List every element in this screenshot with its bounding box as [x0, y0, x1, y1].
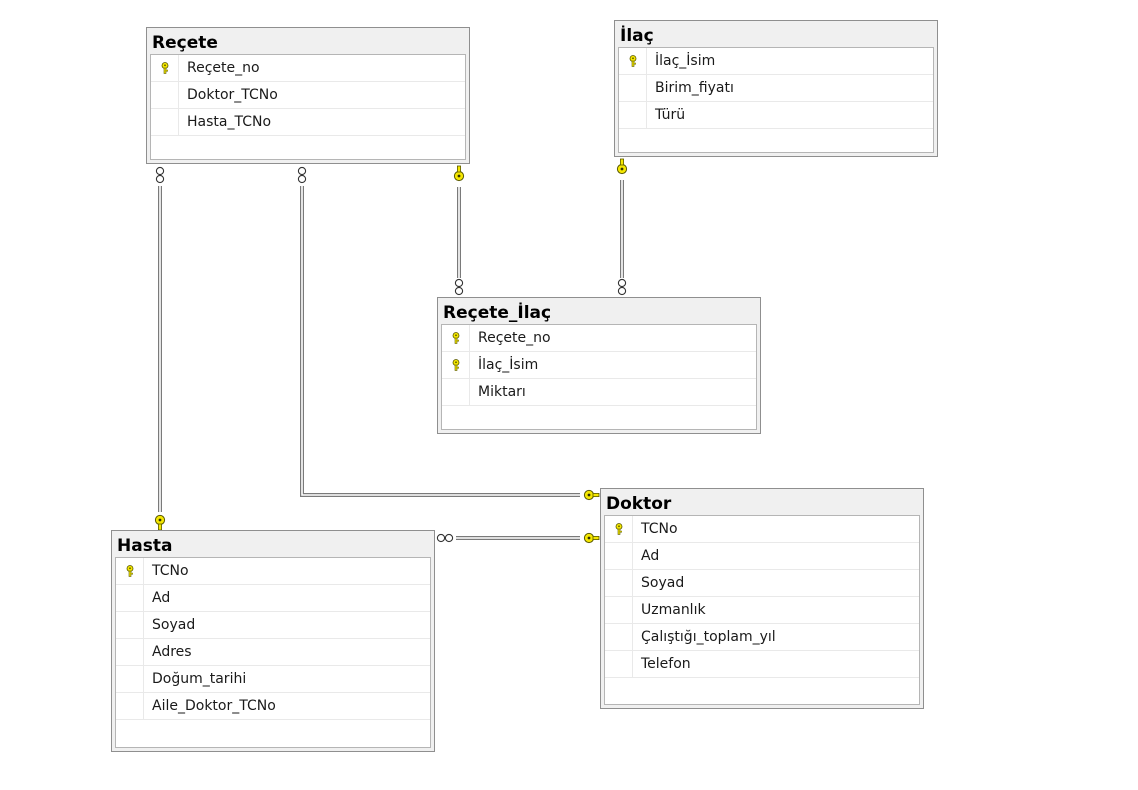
table-title: Hasta — [117, 536, 173, 556]
row-selector — [442, 379, 470, 405]
column-row[interactable]: TCNo — [116, 558, 430, 585]
column-row[interactable]: TCNo — [605, 516, 919, 543]
row-selector — [116, 666, 144, 692]
column-name: Adres — [152, 644, 192, 660]
primary-key-icon — [161, 62, 168, 74]
column-name: Ad — [641, 548, 660, 564]
column-row[interactable]: Aile_Doktor_TCNo — [116, 693, 430, 720]
column-name: Aile_Doktor_TCNo — [152, 698, 276, 714]
column-row[interactable]: Doğum_tarihi — [116, 666, 430, 693]
column-row[interactable]: Telefon — [605, 651, 919, 678]
primary-key-icon — [126, 565, 133, 577]
primary-key-icon — [452, 332, 459, 344]
column-name: Türü — [655, 107, 686, 123]
one-end-key-icon — [583, 532, 600, 544]
row-selector — [116, 558, 144, 584]
column-row[interactable]: Miktarı — [442, 379, 756, 406]
column-row[interactable]: Ad — [116, 585, 430, 612]
row-selector — [151, 82, 179, 108]
table-title: Reçete_İlaç — [443, 303, 552, 323]
column-row[interactable]: Doktor_TCNo — [151, 82, 465, 109]
many-end-icon — [297, 166, 307, 184]
column-name: TCNo — [152, 563, 189, 579]
row-selector — [116, 693, 144, 719]
column-row[interactable]: Soyad — [116, 612, 430, 639]
column-row[interactable]: Hasta_TCNo — [151, 109, 465, 136]
many-end-icon — [454, 278, 464, 296]
row-selector — [442, 325, 470, 351]
many-end-icon — [436, 533, 454, 543]
column-name: İlaç_İsim — [655, 53, 716, 69]
column-row[interactable]: Türü — [619, 102, 933, 129]
row-selector — [605, 516, 633, 542]
column-row[interactable]: Çalıştığı_toplam_yıl — [605, 624, 919, 651]
row-selector — [605, 597, 633, 623]
row-selector — [151, 55, 179, 81]
column-name: Doktor_TCNo — [187, 87, 278, 103]
column-name: İlaç_İsim — [478, 357, 539, 373]
column-row[interactable]: İlaç_İsim — [442, 352, 756, 379]
row-selector — [605, 624, 633, 650]
table-title: Reçete — [152, 33, 218, 53]
column-name: Soyad — [152, 617, 196, 633]
table-title: Doktor — [606, 494, 672, 514]
many-end-icon — [617, 278, 627, 296]
column-name: Soyad — [641, 575, 685, 591]
row-selector — [116, 612, 144, 638]
relationship-line-recete-doktor[interactable] — [300, 186, 580, 497]
column-name: Telefon — [641, 656, 691, 672]
one-end-key-icon — [616, 158, 628, 175]
column-row[interactable]: Ad — [605, 543, 919, 570]
row-selector — [605, 543, 633, 569]
primary-key-icon — [615, 523, 622, 535]
column-name: Hasta_TCNo — [187, 114, 272, 130]
row-selector — [151, 109, 179, 135]
primary-key-icon — [629, 55, 636, 67]
column-row[interactable]: Reçete_no — [151, 55, 465, 82]
row-selector — [605, 570, 633, 596]
column-name: Miktarı — [478, 384, 526, 400]
primary-key-icon — [452, 359, 459, 371]
column-row[interactable]: Soyad — [605, 570, 919, 597]
table-title: İlaç — [620, 26, 654, 46]
row-selector — [116, 585, 144, 611]
column-row[interactable]: İlaç_İsim — [619, 48, 933, 75]
column-row[interactable]: Birim_fiyatı — [619, 75, 933, 102]
column-name: TCNo — [641, 521, 678, 537]
row-selector — [619, 48, 647, 74]
column-row[interactable]: Reçete_no — [442, 325, 756, 352]
row-selector — [116, 639, 144, 665]
row-selector — [442, 352, 470, 378]
column-name: Doğum_tarihi — [152, 671, 247, 687]
row-selector — [619, 75, 647, 101]
column-name: Reçete_no — [478, 330, 551, 346]
column-name: Birim_fiyatı — [655, 80, 734, 96]
one-end-key-icon — [583, 489, 600, 501]
column-name: Çalıştığı_toplam_yıl — [641, 629, 776, 645]
row-selector — [605, 651, 633, 677]
column-name: Ad — [152, 590, 171, 606]
column-row[interactable]: Adres — [116, 639, 430, 666]
one-end-key-icon — [154, 514, 166, 531]
one-end-key-icon — [453, 165, 465, 182]
row-selector — [619, 102, 647, 128]
column-row[interactable]: Uzmanlık — [605, 597, 919, 624]
many-end-icon — [155, 166, 165, 184]
column-name: Uzmanlık — [641, 602, 706, 618]
column-name: Reçete_no — [187, 60, 260, 76]
